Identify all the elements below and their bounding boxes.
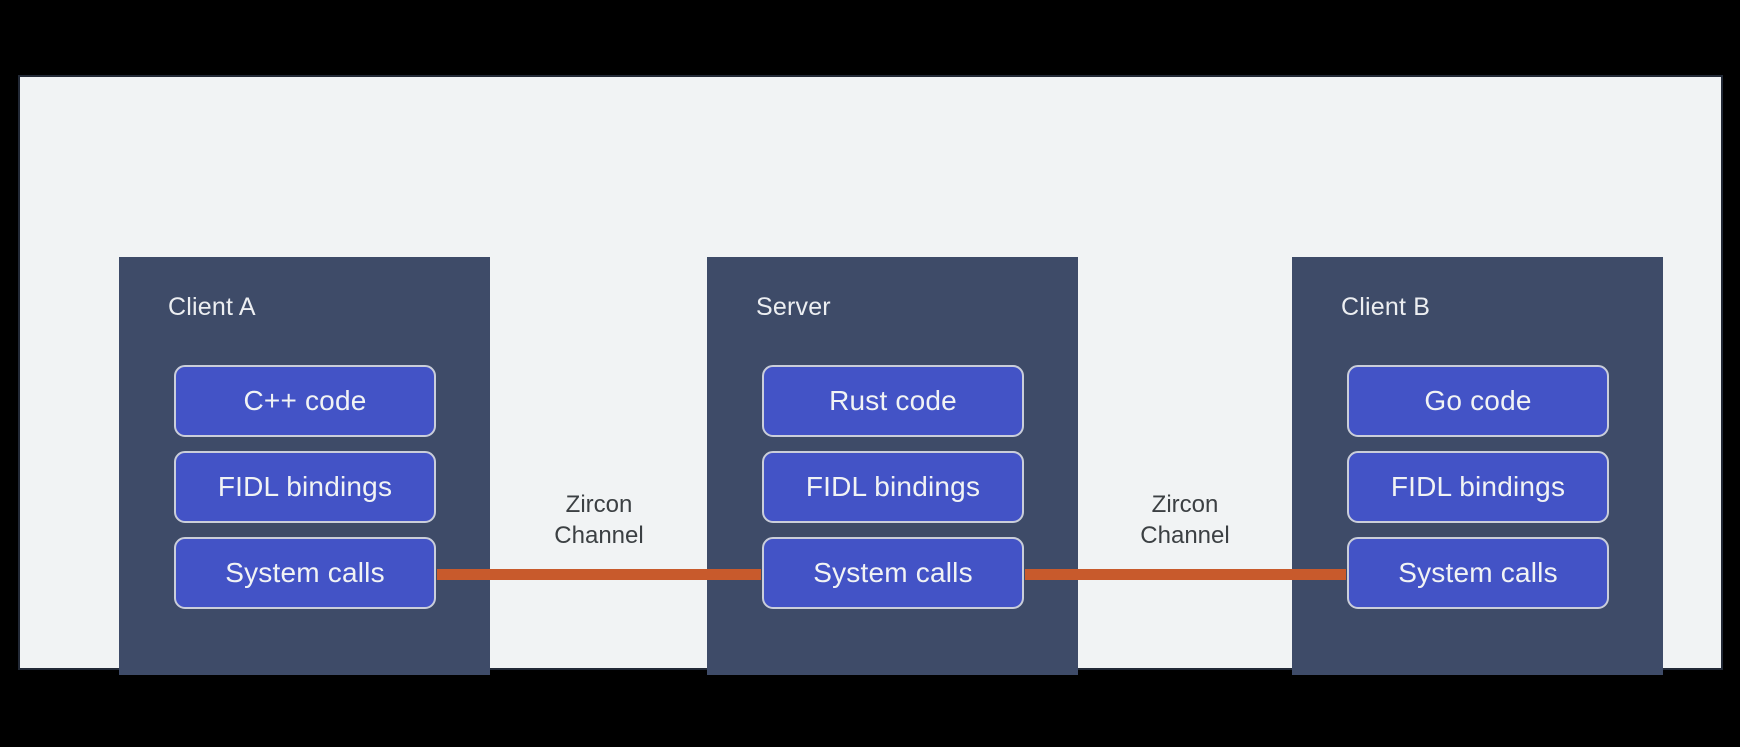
zircon-channel-label-left: Zircon Channel: [554, 491, 644, 549]
client-b-panel: Client B Go code FIDL bindings System ca…: [1292, 257, 1663, 675]
panel-title-client-b: Client B: [1341, 293, 1431, 321]
server-code-layer-box: Rust code: [762, 365, 1024, 437]
server-fidl-bindings-box: FIDL bindings: [762, 451, 1024, 523]
client-a-system-calls-box: System calls: [174, 537, 436, 609]
client-b-system-calls-box: System calls: [1347, 537, 1609, 609]
server-panel: Server Rust code FIDL bindings System ca…: [707, 257, 1078, 675]
zircon-channel-line-left: [437, 569, 761, 580]
zircon-channel-label-right: Zircon Channel: [1140, 491, 1230, 549]
client-a-panel: Client A C++ code FIDL bindings System c…: [119, 257, 490, 675]
panel-title-server: Server: [756, 293, 831, 321]
client-a-code-layer-box: C++ code: [174, 365, 436, 437]
server-system-calls-box: System calls: [762, 537, 1024, 609]
client-a-fidl-bindings-box: FIDL bindings: [174, 451, 436, 523]
diagram-canvas: Client A C++ code FIDL bindings System c…: [18, 75, 1723, 675]
client-b-code-layer-box: Go code: [1347, 365, 1609, 437]
panel-title-client-a: Client A: [168, 293, 256, 321]
zircon-channel-line-right: [1025, 569, 1346, 580]
client-b-fidl-bindings-box: FIDL bindings: [1347, 451, 1609, 523]
